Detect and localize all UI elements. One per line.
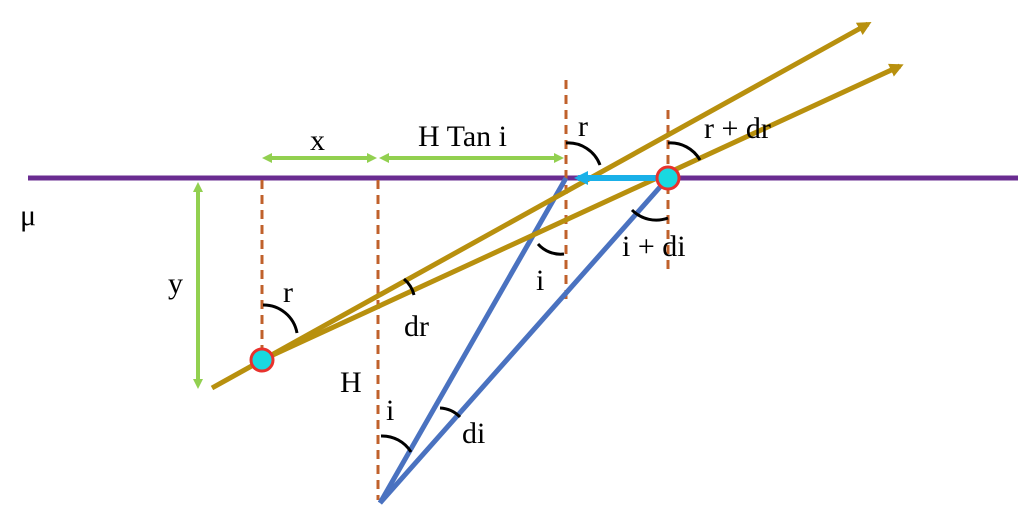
angle-arc-i-bottom	[380, 434, 413, 453]
r-surface-label: r	[578, 110, 588, 143]
i-surface-label: i	[536, 264, 544, 297]
angle-arc-di	[439, 406, 462, 419]
refraction-point	[655, 165, 681, 191]
H-label: H	[340, 366, 362, 399]
r-object-label: r	[283, 276, 293, 309]
angle-arc-dr	[402, 277, 416, 296]
r-plus-dr-label: r + dr	[704, 112, 771, 145]
angle-arc-r-object	[262, 303, 299, 334]
object-point	[249, 347, 275, 373]
angle-arc-r-plus-dr	[667, 141, 702, 161]
medium-label: μ	[20, 199, 36, 232]
angle-arc-r-surface	[565, 141, 602, 166]
ray-first	[210, 21, 872, 391]
ray-second	[260, 63, 904, 363]
y-label: y	[168, 267, 183, 300]
sight-line-second	[378, 176, 670, 505]
di-label: di	[462, 417, 485, 450]
angle-arc-i-surface	[536, 242, 565, 256]
i-plus-di-label: i + di	[622, 230, 686, 263]
angle-arc-i-plus-di	[630, 208, 669, 222]
i-bottom-label: i	[386, 394, 394, 427]
h-tan-i-label: H Tan i	[418, 120, 507, 153]
x-label: x	[310, 124, 325, 157]
dr-label: dr	[404, 310, 429, 343]
